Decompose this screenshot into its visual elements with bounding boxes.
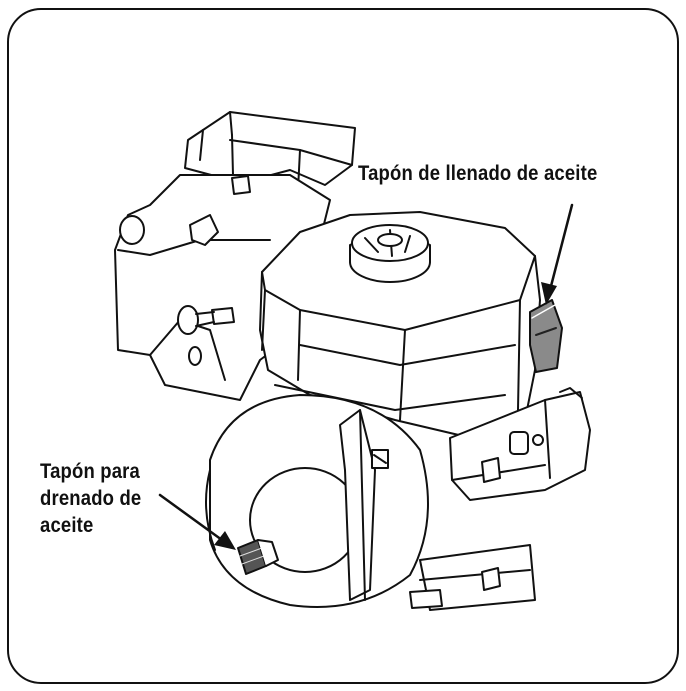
- top-cap: [349, 224, 431, 283]
- choke-knob: [177, 305, 235, 335]
- drain-label-line3: aceite: [40, 514, 94, 537]
- drain-label-line1: Tapón para: [40, 460, 140, 483]
- fill-cap-arrowhead: [541, 282, 557, 305]
- drain-arrow: [158, 493, 224, 542]
- drain-label-line2: drenado de: [40, 487, 142, 510]
- leader-arrows: [158, 203, 574, 550]
- oil-drain-plug: [237, 539, 279, 575]
- engine-base: [409, 544, 536, 611]
- drain-arrowhead: [214, 531, 236, 550]
- oil-fill-cap-label: Tapón de llenado de aceite: [358, 162, 598, 185]
- fuel-tank: [184, 111, 356, 191]
- fill-cap-arrow: [548, 203, 574, 292]
- muffler: [449, 387, 591, 501]
- oil-fill-cap: [529, 299, 563, 373]
- recoil-starter: [205, 394, 429, 608]
- oil-drain-plug-label: Tapón para drenado de aceite: [40, 458, 141, 539]
